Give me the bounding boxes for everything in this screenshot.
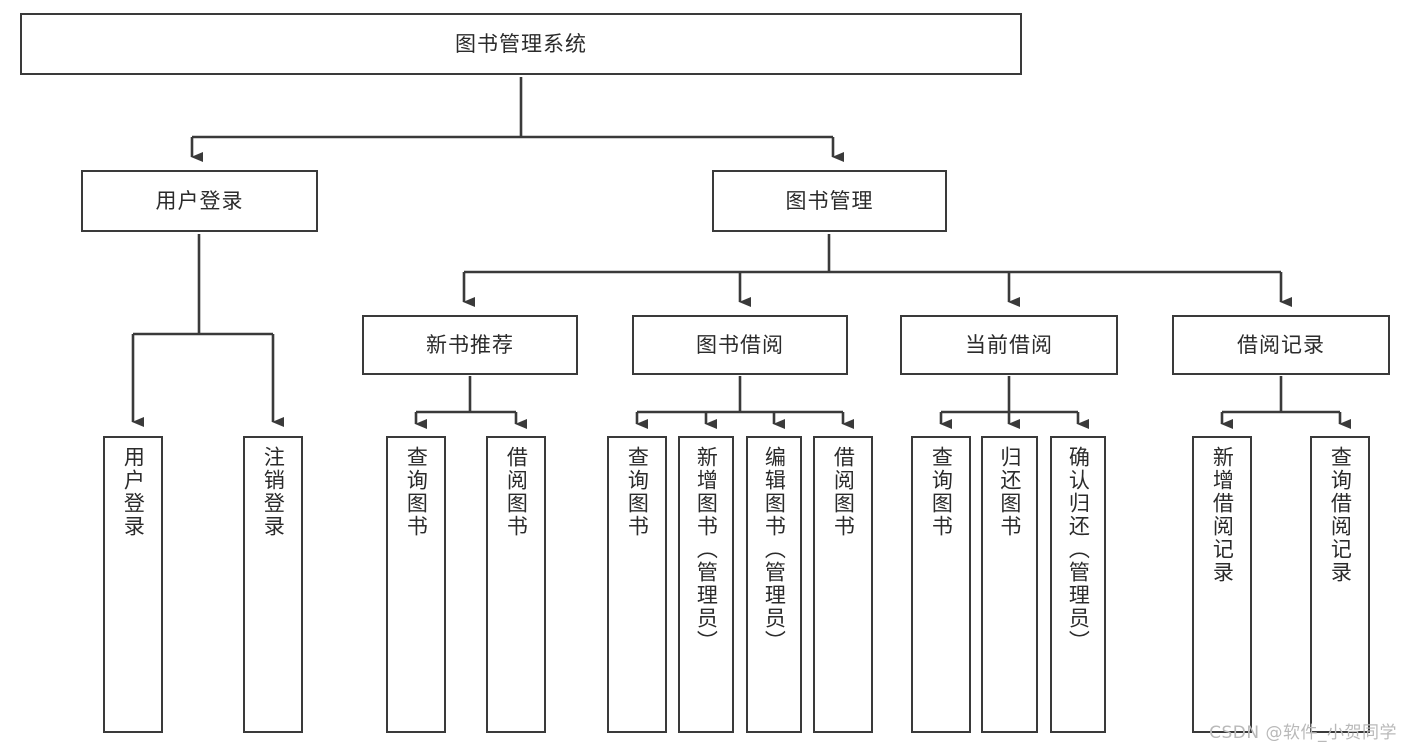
node-label: 归还图书 xyxy=(997,446,1022,538)
leaf-book-borrow-borrow-book[interactable]: 借阅图书 xyxy=(813,436,873,733)
node-book-borrow[interactable]: 图书借阅 xyxy=(632,315,848,375)
node-label: 编辑图书（管理员） xyxy=(762,446,787,653)
node-label: 查询图书 xyxy=(929,446,954,538)
node-label: 图书管理 xyxy=(785,188,874,213)
node-label: 当前借阅 xyxy=(965,332,1053,357)
node-label: 新增借阅记录 xyxy=(1210,446,1235,584)
leaf-new-book-borrow-book[interactable]: 借阅图书 xyxy=(486,436,546,733)
node-label: 借阅图书 xyxy=(504,446,529,538)
node-label: 查询图书 xyxy=(404,446,429,538)
node-label: 确认归还（管理员） xyxy=(1066,446,1091,653)
node-label: 图书管理系统 xyxy=(455,31,587,56)
leaf-current-borrow-confirm-return-admin[interactable]: 确认归还（管理员） xyxy=(1050,436,1106,733)
node-borrow-record[interactable]: 借阅记录 xyxy=(1172,315,1390,375)
node-label: 查询图书 xyxy=(625,446,650,538)
node-label: 借阅图书 xyxy=(831,446,856,538)
node-label: 新增图书（管理员） xyxy=(694,446,719,653)
node-label: 查询借阅记录 xyxy=(1328,446,1353,584)
node-label: 用户登录 xyxy=(121,446,146,538)
leaf-borrow-record-add-record[interactable]: 新增借阅记录 xyxy=(1192,436,1252,733)
leaf-book-borrow-edit-book-admin[interactable]: 编辑图书（管理员） xyxy=(746,436,802,733)
node-label: 图书借阅 xyxy=(696,332,784,357)
leaf-current-borrow-return-book[interactable]: 归还图书 xyxy=(981,436,1038,733)
csdn-watermark: CSDN @软件_小贺同学 xyxy=(1209,723,1397,743)
node-label: 借阅记录 xyxy=(1237,332,1325,357)
node-label: 注销登录 xyxy=(261,446,286,538)
node-book-management[interactable]: 图书管理 xyxy=(712,170,947,232)
node-new-book-recommend[interactable]: 新书推荐 xyxy=(362,315,578,375)
leaf-current-borrow-query-book[interactable]: 查询图书 xyxy=(911,436,971,733)
node-current-borrow[interactable]: 当前借阅 xyxy=(900,315,1118,375)
leaf-borrow-record-query-record[interactable]: 查询借阅记录 xyxy=(1310,436,1370,733)
node-label: 新书推荐 xyxy=(426,332,514,357)
node-root-book-management-system[interactable]: 图书管理系统 xyxy=(20,13,1022,75)
leaf-new-book-query-book[interactable]: 查询图书 xyxy=(386,436,446,733)
leaf-user-login-login[interactable]: 用户登录 xyxy=(103,436,163,733)
leaf-book-borrow-query-book[interactable]: 查询图书 xyxy=(607,436,667,733)
node-label: 用户登录 xyxy=(155,188,244,213)
leaf-user-login-logout[interactable]: 注销登录 xyxy=(243,436,303,733)
node-user-login[interactable]: 用户登录 xyxy=(81,170,318,232)
leaf-book-borrow-add-book-admin[interactable]: 新增图书（管理员） xyxy=(678,436,734,733)
